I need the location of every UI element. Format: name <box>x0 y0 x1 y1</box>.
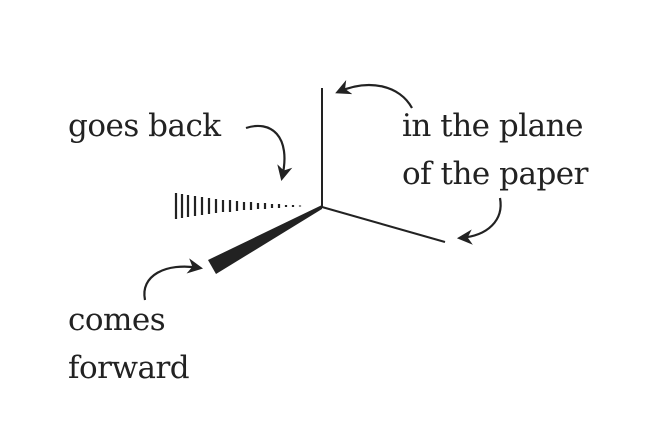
label-in-plane-line1: in the plane <box>402 108 583 144</box>
bond-right-plane <box>321 206 446 243</box>
arrow-plane-bottom-icon <box>456 197 502 245</box>
label-comes: comes <box>68 302 166 338</box>
wedge-bond-forward <box>208 205 322 274</box>
label-in-plane-line2: of the paper <box>402 156 588 192</box>
label-goes-back: goes back <box>68 108 221 144</box>
hashed-bond-back <box>174 193 302 219</box>
arrow-goes-back-icon <box>245 124 293 182</box>
arrow-plane-top-icon <box>335 80 413 109</box>
label-forward: forward <box>68 350 190 386</box>
arrow-comes-forward-icon <box>143 258 204 301</box>
